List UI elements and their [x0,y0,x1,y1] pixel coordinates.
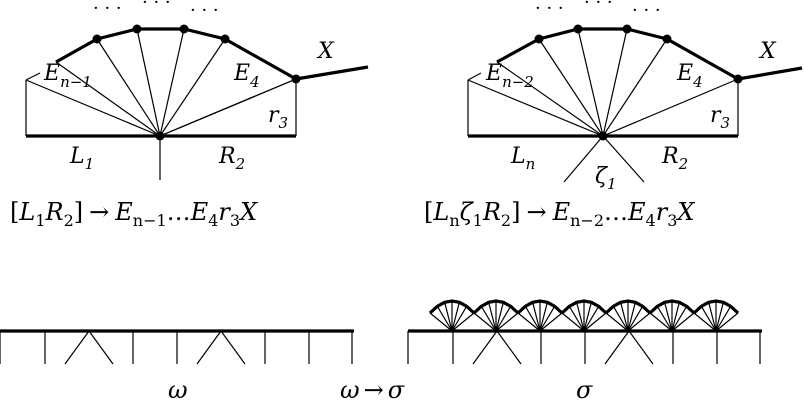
sigma-fan-line [671,302,680,332]
top-left-fan-lines [25,28,297,137]
top-left-vertex [291,74,301,84]
top-right-fan-lines [467,28,739,137]
label-l1: L1 [69,144,94,173]
top-left-vertex [132,24,142,34]
top-left-caption: [L1R2]→En−1…E4r3X [10,198,258,230]
top-right-vertex [662,34,672,44]
sigma-fan-line [693,312,717,332]
top-left-dots-right: · · · [190,0,219,21]
top-left-vertex [92,34,102,44]
sigma-fan-line [576,302,585,332]
label-r3: r3 [268,103,288,132]
sigma-fan-line [561,312,585,332]
bottom-left-omega-figure: ω [0,329,354,404]
sigma-fan-line [495,302,504,332]
top-right-figure: · · · · · · · · · En−2 E4 X r3 Ln R2 ζ1 … [424,0,803,230]
top-right-vertex [573,24,583,34]
label-x: X [316,39,335,64]
sigma-fan-line [539,312,563,332]
label-zeta1: ζ1 [595,164,616,193]
sigma-fan-line [715,312,739,332]
label-e-n-minus-2: En−2 [485,61,534,91]
top-left-boundary-path [55,27,297,81]
sigma-fan-line [656,305,673,332]
sigma-fan-line [451,305,468,332]
sigma-fan-line [700,305,717,332]
sigma-fan-line [473,312,497,332]
label-ln: Ln [510,144,535,173]
sigma-fan-line [708,302,717,332]
sigma-fan-line [620,302,629,332]
sigma-fan-line [539,305,556,332]
omega-legs [0,330,353,365]
sigma-legs [407,330,761,365]
label-e4-right: E4 [676,61,703,91]
sigma-fan-line [436,305,453,332]
sigma-fan-line [568,305,585,332]
sigma-fan-line [627,302,636,332]
sigma-fan-line [488,302,497,332]
top-right-dots-right: · · · [632,0,661,21]
sigma-fan-line [715,305,732,332]
sigma-fan-line [451,302,460,332]
sigma-fan-line [664,302,673,332]
top-right-vertex [534,34,544,44]
sigma-fan-line [583,302,592,332]
label-x-right: X [758,39,777,64]
label-sigma: σ [576,376,593,404]
sigma-fan-line [532,302,541,332]
top-left-dots-left: · · · [93,0,122,19]
top-right-vertex [622,24,632,34]
sigma-fan-line [539,302,548,332]
label-e4: E4 [233,61,260,91]
sigma-fan-line [429,312,453,332]
label-e-n-minus-1: En−1 [43,61,92,91]
sigma-fan-line [627,312,651,332]
top-right-boundary-path [496,27,739,81]
top-right-zeta-leg-left [563,135,604,183]
top-right-dots-mid: · · · [584,0,613,13]
sigma-fan-line [495,305,512,332]
top-left-left-stub [25,72,41,81]
sigma-fan-line [715,302,724,332]
label-omega-to-sigma: ω→σ [340,376,405,404]
label-omega: ω [168,376,188,404]
top-left-center-vertex [155,131,165,141]
top-left-vertex [220,34,230,44]
top-left-figure: · · · · · · · · · En−1 E4 X r3 L1 R2 [L1… [10,0,369,230]
sigma-fan-line [671,305,688,332]
sigma-fan-line [480,305,497,332]
top-left-dots-mid: · · · [142,0,171,13]
top-right-dots-left: · · · [535,0,564,19]
top-right-vertex [733,74,743,84]
sigma-fan-line [451,312,475,332]
label-r3-right: r3 [710,103,730,132]
sigma-fan-line [444,302,453,332]
sigma-fan-line [627,305,644,332]
top-right-x-edge [737,66,803,81]
sigma-fan-line [671,312,695,332]
bottom-right-sigma-figure: σ [407,299,762,404]
sigma-fans [410,299,758,332]
sigma-fan-line [612,305,629,332]
sigma-fan-line [517,312,541,332]
sigma-fan-line [524,305,541,332]
top-right-center-vertex [598,131,608,141]
top-left-vertex [179,24,189,34]
top-right-left-stub [467,72,482,81]
sigma-fan-line [583,312,607,332]
top-right-caption: [Lnζ1R2]→En−2…E4r3X [424,198,695,230]
sigma-fan-line [583,305,600,332]
sigma-fan-line [605,312,629,332]
label-r2-right: R2 [661,144,688,173]
top-left-x-edge [295,65,369,81]
sigma-fan-line [495,312,519,332]
top-right-zeta-leg-right [602,135,645,183]
sigma-fan-line [649,312,673,332]
label-r2: R2 [218,144,245,173]
